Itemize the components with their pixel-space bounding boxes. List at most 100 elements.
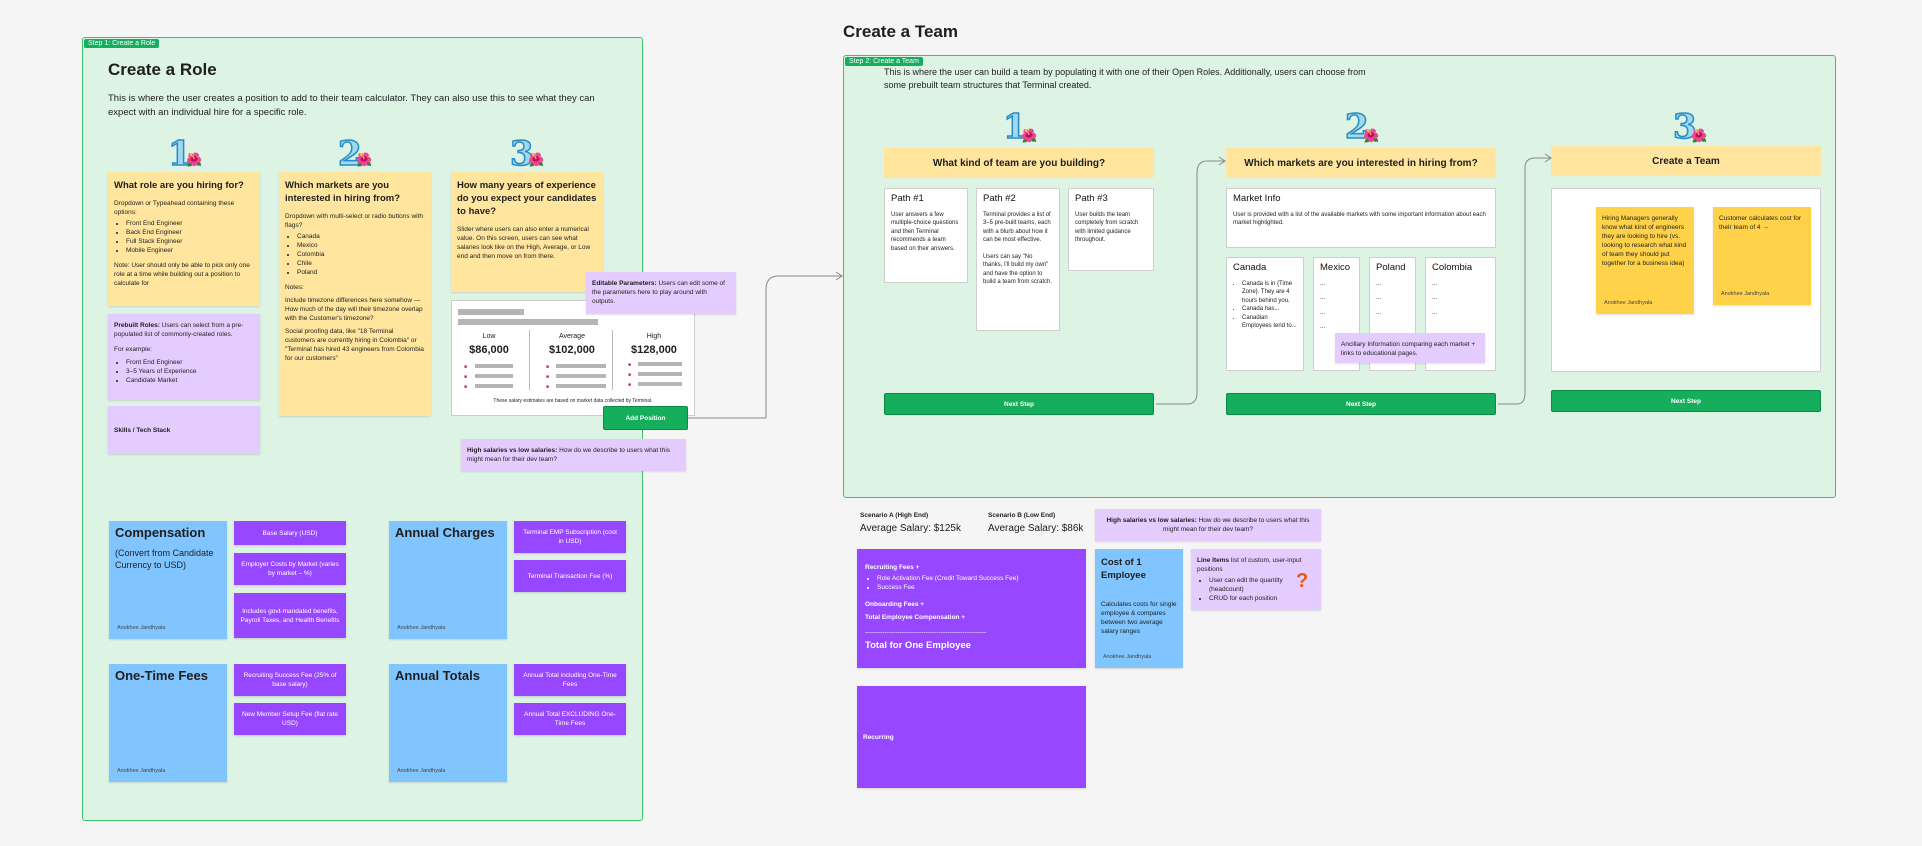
annual-charges-title: Annual Charges <box>395 525 495 540</box>
line-items-text: list of custom, user-input positions <box>1197 557 1302 573</box>
list-item: CRUD for each position <box>1209 594 1289 603</box>
number-2-icon: 2 <box>337 133 362 175</box>
question-mark-icon: ? <box>1296 570 1309 592</box>
list-item: ... <box>1376 295 1382 301</box>
total-one-employee: Total for One Employee <box>865 640 971 651</box>
salary-label: Average <box>559 333 585 340</box>
list-item: ... <box>1376 280 1382 287</box>
list-item: Mobile Engineer <box>126 246 254 255</box>
base-salary-pill: Base Salary (USD) <box>234 521 346 545</box>
q2-note1: Include timezone differences here someho… <box>285 297 423 322</box>
editable-params-sticky: Editable Parameters: Users can edit some… <box>586 272 736 314</box>
team-q3-header: Create a Team <box>1551 146 1821 176</box>
scenario-b: Scenario B (Low End) Average Salary: $86… <box>988 512 1083 534</box>
fees-breakdown-sticky: Recruiting Fees + Role Activation Fee (C… <box>857 549 1086 668</box>
list-item: ... <box>1320 324 1326 330</box>
q2-intro: Dropdown with multi-select or radio butt… <box>285 213 424 229</box>
flower-icon: 🌺 <box>528 152 545 167</box>
salary-value: $102,000 <box>549 344 595 356</box>
hiring-managers-sticky: Hiring Managers generally know what kind… <box>1596 207 1694 314</box>
one-time-fees-sticky: One-Time Fees Anokhee Jandhyala <box>109 664 227 782</box>
list-item: Success Fee <box>877 583 1078 592</box>
q1-intro: Dropdown or Typeahead containing these o… <box>114 200 235 216</box>
list-item: Canada <box>297 232 425 241</box>
list-item: 3–5 Years of Experience <box>126 367 254 376</box>
fees-divider: ----------------------------------------… <box>865 629 987 636</box>
list-item: Chile <box>297 259 425 268</box>
placeholder-bar <box>638 362 682 366</box>
step1-tag: Step 1: Create a Role <box>84 39 160 48</box>
number-1-icon: 1 <box>1002 106 1027 148</box>
market-info-card: Market Info User is provided with a list… <box>1226 188 1496 248</box>
list-item: Front End Engineer <box>126 358 254 367</box>
q2-notes-label: Notes: <box>285 284 304 291</box>
path-title: Path #1 <box>891 193 924 204</box>
transaction-fee-pill: Terminal Transaction Fee (%) <box>514 560 626 592</box>
number-3-icon: 3 <box>1672 106 1697 148</box>
recruiting-fees-label: Recruiting Fees + <box>865 564 920 571</box>
market-title: Mexico <box>1320 262 1351 273</box>
high-low-label: High salaries vs low salaries: <box>467 447 558 454</box>
salary-col-high: High $128,000 <box>623 333 685 356</box>
prebuilt-example: For example: <box>114 346 152 353</box>
placeholder-bar <box>556 384 606 388</box>
list-item: ... <box>1432 295 1438 301</box>
list-item: Front End Engineer <box>126 219 254 228</box>
salary-col-avg: Average $102,000 <box>541 333 603 356</box>
scenario-a: Scenario A (High End) Average Salary: $1… <box>860 512 961 534</box>
flower-icon: 🌺 <box>356 152 373 167</box>
line-items-label: Line Items <box>1197 557 1230 564</box>
q2-note2: Social proofing data, like "18 Terminal … <box>285 328 424 362</box>
prebuilt-roles-sticky: Prebuilt Roles: Users can select from a … <box>108 314 260 400</box>
cost-one-text: Calculates costs for single employee & c… <box>1101 601 1177 635</box>
salary-label: Low <box>482 333 496 340</box>
path-card: Path #3 User builds the team completely … <box>1068 188 1154 271</box>
list-item: ... <box>1320 295 1326 301</box>
setup-fee-pill: New Member Setup Fee (flat rate USD) <box>234 703 346 735</box>
list-item: ... <box>1432 280 1438 287</box>
path-text: User builds the team completely from scr… <box>1075 211 1139 244</box>
high-low-sticky: High salaries vs low salaries: How do we… <box>461 439 686 471</box>
salary-divider <box>612 330 613 390</box>
add-position-button[interactable]: Add Position <box>603 406 688 430</box>
compensation-sub: (Convert from Candidate Currency to USD) <box>115 548 214 570</box>
customer-calc-text: Customer calculates cost for their team … <box>1719 215 1802 231</box>
high-low-label: High salaries vs low salaries: <box>1106 517 1197 524</box>
skills-label: Skills / Tech Stack <box>114 426 171 434</box>
salary-value: $86,000 <box>469 344 509 356</box>
placeholder-bar <box>475 364 513 368</box>
path-text: Users can say "No thanks, I'll build my … <box>983 253 1053 286</box>
connector-arrow <box>688 271 843 419</box>
path-title: Path #2 <box>983 193 1016 204</box>
placeholder-bar <box>475 384 513 388</box>
skills-sticky: Skills / Tech Stack <box>108 406 260 454</box>
path-text: Terminal provides a list of 3–5 pre-buil… <box>983 211 1051 244</box>
author-label: Anokhee Jandhyala <box>1721 291 1770 297</box>
author-label: Anokhee Jandhyala <box>1604 300 1653 306</box>
salary-footnote: These salary estimates are based on mark… <box>493 398 653 404</box>
annual-charges-sticky: Annual Charges Anokhee Jandhyala <box>389 521 507 639</box>
placeholder-bar <box>556 374 606 378</box>
market-title: Poland <box>1376 262 1406 273</box>
author-label: Anokhee Jandhyala <box>397 625 446 631</box>
list-item: Mexico <box>297 241 425 250</box>
next-step-button[interactable]: Next Step <box>884 393 1154 415</box>
number-3-icon: 3 <box>509 133 534 175</box>
list-item: Canadian Employees tend to... <box>1242 314 1297 331</box>
flower-icon: 🌺 <box>1363 128 1380 143</box>
market-card-canada: Canada Canada is in {Time Zone}. They ar… <box>1226 257 1304 371</box>
market-title: Colombia <box>1432 262 1473 273</box>
next-step-button[interactable]: Next Step <box>1551 390 1821 412</box>
list-item: Colombia <box>297 250 425 259</box>
cost-one-title: Cost of 1 Employee <box>1101 557 1146 581</box>
list-item: Full Stack Engineer <box>126 237 254 246</box>
list-item: Candidate Market <box>126 376 254 385</box>
high-low-sticky-2: High salaries vs low salaries: How do we… <box>1095 509 1321 541</box>
step2-tag: Step 2: Create a Team <box>845 57 923 66</box>
step1-desc: This is where the user creates a positio… <box>108 93 595 118</box>
total-comp-label: Total Employee Compensation + <box>865 614 966 621</box>
placeholder-bar <box>458 319 598 325</box>
next-step-button[interactable]: Next Step <box>1226 393 1496 415</box>
author-label: Anokhee Jandhyala <box>1103 654 1152 660</box>
flag-icon: ■■■ <box>546 364 550 390</box>
